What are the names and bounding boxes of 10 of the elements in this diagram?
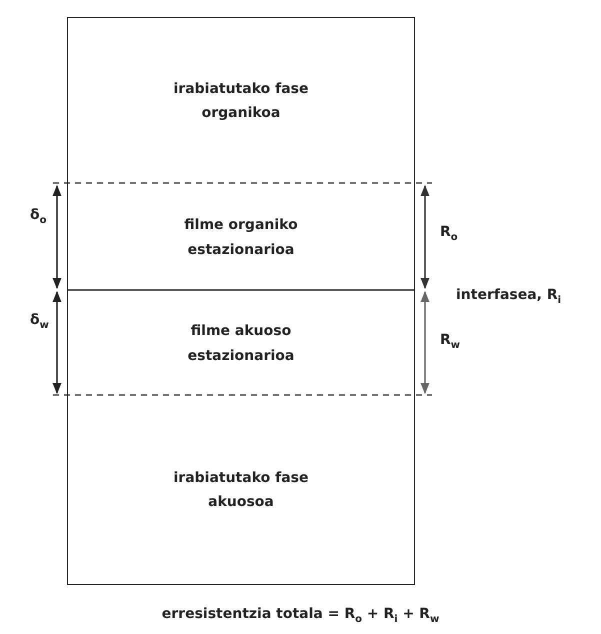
- layer-label: irabiatutako fase organikoa: [172, 80, 310, 123]
- layer-label: irabiatutako fase akuosoa: [172, 468, 310, 512]
- caption: erresistentzia totala = R$_{o}$ + R$_{i}$ + R$_{w}$: [160, 606, 440, 625]
- resistance-label: R$_{w}$: [440, 333, 460, 351]
- layer-label: filme akuoso estazionarioa: [186, 322, 296, 366]
- resistance-label: R$_{o}$: [440, 225, 458, 243]
- thickness-label: δ$_{w}$: [30, 313, 49, 331]
- layer-label: filme organiko estazionarioa: [183, 216, 299, 260]
- interface-label: interfasea, R$_{i}$: [456, 288, 562, 306]
- thickness-label: δ$_{o}$: [30, 208, 46, 226]
